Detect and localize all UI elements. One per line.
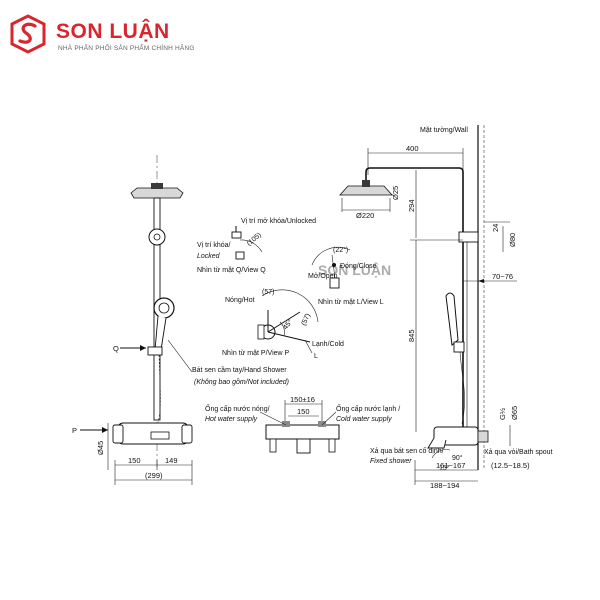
dim-299: (299) [145, 471, 163, 480]
brand-logo: SON LUẬN NHÀ PHÂN PHỐI SẢN PHẨM CHÍNH HÃ… [8, 14, 208, 54]
open-label: Mở/Open [308, 272, 338, 280]
marker-l: L [314, 353, 318, 360]
hot-label: Nóng/Hot [225, 297, 255, 304]
marker-q: Q [113, 344, 119, 353]
fixed-shower-label-1: Xả qua bát sen cố định/ [370, 446, 444, 455]
shower-head-connector [151, 183, 163, 189]
dim-65: Ø65 [510, 406, 519, 420]
logo-icon [10, 14, 46, 54]
supply-bar [265, 424, 340, 440]
dim-g12: G½ [498, 407, 507, 420]
angle-57a: (57) [262, 289, 274, 296]
dim-70-76: 70~76 [492, 272, 513, 281]
wall-label: Mặt tường/Wall [420, 127, 468, 134]
fixed-shower-label-2: Fixed shower [370, 458, 412, 465]
hand-shower-side [445, 292, 459, 346]
detail-view-q: (105) Vị trí mở khóa/Unlocked Vị trí khó… [197, 217, 316, 274]
temperature-handle [112, 424, 124, 444]
angle-57b: (57) [300, 313, 312, 327]
dim-80: Ø80 [508, 233, 517, 247]
unlocked-label: Vị trí mở khóa/Unlocked [241, 217, 316, 225]
angle-105: (105) [246, 232, 263, 248]
spout-bottom [296, 438, 311, 454]
hand-shower-label: Bát sen cầm tay/Hand Shower [192, 365, 287, 374]
watermark: SON LUẬN [318, 261, 391, 278]
dim-220: Ø220 [356, 211, 374, 220]
cold-label: Lạnh/Cold [312, 341, 344, 348]
dim-150-left: 150 [128, 456, 141, 465]
angle-15: 15° [439, 464, 450, 472]
brand-tagline: NHÀ PHÂN PHỐI SẢN PHẨM CHÍNH HÃNG [58, 45, 195, 52]
dim-400: 400 [406, 144, 419, 153]
brand-name: SON LUẬN [56, 20, 170, 43]
bath-spout-label: Xả qua vòi/Bath spout [484, 449, 553, 456]
hot-inlet [282, 421, 290, 427]
flow-handle [181, 424, 193, 444]
angle-90: 90° [452, 454, 463, 462]
side-view: Mặt tường/Wall 400 Ø220 Ø25 294 24 Ø80 7… [339, 125, 553, 490]
dim-25: Ø25 [391, 186, 400, 200]
shower-arm [365, 167, 464, 238]
view-q-label: Nhìn từ mặt Q/View Q [197, 267, 266, 274]
angle-45: 45° [281, 318, 294, 331]
dim-294: 294 [407, 199, 416, 212]
dim-12-5: (12.5~18.5) [491, 461, 530, 470]
angle-22: (22°) [333, 246, 348, 254]
dim-149: 149 [165, 456, 178, 465]
locked-label-1: Vị trí khóa/ [197, 242, 231, 249]
dim-161-167: 161~167 [436, 461, 465, 470]
detail-view-l: (22°) Đóng/Close Mở/Open Nhìn từ mặt L/V… [308, 246, 384, 306]
dim-45: Ø45 [96, 441, 105, 455]
dim-150-16: 150±16 [290, 395, 315, 404]
hot-supply-label-1: Ống cấp nước nóng/ [205, 403, 270, 413]
view-l-label: Nhìn từ mặt L/View L [318, 299, 384, 306]
dim-150-bottom: 150 [297, 407, 310, 416]
hot-supply-label-2: Hot water supply [205, 416, 258, 423]
bath-spout-front [150, 431, 170, 440]
dim-188-194: 188~194 [430, 481, 459, 490]
dim-24: 24 [491, 224, 500, 232]
cold-supply-label-2: Cold water supply [336, 416, 392, 423]
cold-supply-label-1: Ống cấp nước lạnh / [336, 403, 400, 413]
close-label: Đóng/Close [340, 263, 377, 270]
shower-head-side [339, 185, 393, 196]
shower-holder [147, 346, 163, 356]
dim-845: 845 [407, 329, 416, 342]
locked-label-2: Locked [197, 253, 221, 260]
overhead-shower-head [130, 187, 184, 199]
wall-bracket-side [458, 231, 479, 243]
bath-spout-side [427, 437, 447, 449]
svg-text:SON LUẬN: SON LUẬN [318, 261, 391, 278]
bottom-view: 150±16 150 Ống cấp nước nóng/ Hot water … [205, 395, 400, 454]
marker-p: P [72, 426, 77, 435]
front-view: Q Bát sen cầm tay/Hand Shower (Không bao… [72, 155, 289, 485]
view-p-label: Nhìn từ mặt P/View P [222, 350, 290, 357]
cold-inlet [318, 421, 326, 427]
hand-shower-note: (Không bao gồm/Not included) [194, 377, 289, 386]
